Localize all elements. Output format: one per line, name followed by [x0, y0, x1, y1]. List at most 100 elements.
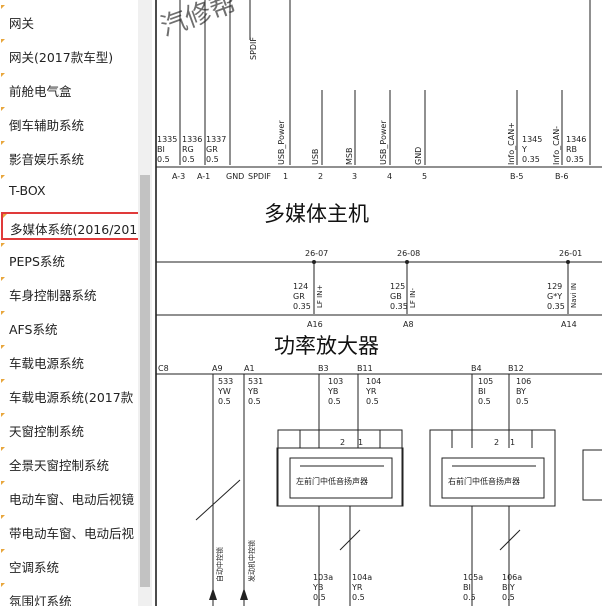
bookmark-item[interactable]: AFS系统: [0, 310, 138, 344]
bookmark-label: 多媒体系统(2016/201: [10, 222, 138, 237]
bookmark-icon: [1, 379, 5, 383]
bookmark-item[interactable]: 倒车辅助系统: [0, 106, 138, 140]
bookmark-item[interactable]: 电动车窗、电动后视镜: [0, 480, 138, 514]
bookmark-icon: [1, 5, 5, 9]
pin-1: 1: [283, 172, 288, 181]
wire-104-color: YR: [365, 387, 377, 396]
head-unit-title: 多媒体主机: [264, 202, 369, 226]
bookmark-item[interactable]: 前舱电气盒: [0, 72, 138, 106]
bookmark-item[interactable]: 带电动车窗、电动后视: [0, 514, 138, 548]
bookmark-icon: [1, 243, 5, 247]
wire-106-color: BY: [516, 387, 526, 396]
label-spdif-vert: SPDIF: [249, 37, 258, 60]
bookmark-label: 网关: [9, 16, 35, 31]
label-info-can-l: Info_CAN-: [552, 126, 561, 165]
wiring-diagram-page: 汽修帮 1335 BI 0.5 1336 RG 0.5 1337 GR 0.5 …: [152, 0, 602, 606]
conn-26-07: 26-07: [305, 249, 328, 258]
bookmark-item[interactable]: T-BOX: [0, 174, 138, 208]
bookmark-label: 影音娱乐系统: [9, 152, 85, 167]
pin-a3: A-3: [172, 172, 185, 181]
bookmark-item[interactable]: 车身控制器系统: [0, 276, 138, 310]
bookmark-item[interactable]: 车载电源系统: [0, 344, 138, 378]
bookmark-label: 倒车辅助系统: [9, 118, 85, 133]
bookmark-label: 车载电源系统: [9, 356, 85, 371]
wire-124-color: GR: [293, 292, 305, 301]
pin-2: 2: [318, 172, 323, 181]
wire-106a-size: 0.5: [502, 593, 515, 602]
wire-1346-size: 0.35: [566, 155, 584, 164]
bookmark-label: 天窗控制系统: [9, 424, 85, 439]
bookmark-item[interactable]: 多媒体系统(2016/201: [1, 212, 138, 240]
wire-1345-size: 0.35: [522, 155, 540, 164]
bookmark-icon: [3, 214, 7, 218]
wire-103a-size: 0.5: [313, 593, 326, 602]
pin-c8: C8: [158, 364, 169, 373]
bookmark-label: 带电动车窗、电动后视: [9, 526, 135, 541]
vert-label-2: 发动机中控锁: [247, 540, 256, 582]
wire-1336-num: 1336: [182, 135, 202, 144]
pin-b12: B12: [508, 364, 524, 373]
wire-103-size: 0.5: [328, 397, 341, 406]
wire-1336-size: 0.5: [182, 155, 195, 164]
bookmark-item[interactable]: PEPS系统: [0, 242, 138, 276]
wire-104a-color: YR: [351, 583, 363, 592]
wire-533-size: 0.5: [218, 397, 231, 406]
bookmark-label: 车载电源系统(2017款: [9, 390, 134, 405]
sidebar-scrollbar[interactable]: [138, 0, 152, 606]
bookmark-icon: [1, 583, 5, 587]
wire-106-size: 0.5: [516, 397, 529, 406]
label-msb: MSB: [345, 148, 354, 165]
bookmark-label: 前舱电气盒: [9, 84, 72, 99]
bookmark-item[interactable]: 影音娱乐系统: [0, 140, 138, 174]
bookmark-label: 电动车窗、电动后视镜: [9, 492, 135, 507]
spk-left-pin-2: 2: [340, 438, 345, 447]
pin-b3: B3: [318, 364, 329, 373]
conn-26-01: 26-01: [559, 249, 582, 258]
wire-106a-color: BIY: [502, 583, 515, 592]
bookmark-item[interactable]: 网关: [0, 4, 138, 38]
wire-125-signal: LF IN-: [409, 288, 417, 308]
bookmark-item[interactable]: 网关(2017款车型): [0, 38, 138, 72]
bookmark-icon: [1, 413, 5, 417]
bookmark-icon: [1, 141, 5, 145]
wire-533-color: YW: [217, 387, 231, 396]
speaker-right-label: 右前门中低音扬声器: [448, 476, 520, 486]
bookmark-item[interactable]: 空调系统: [0, 548, 138, 582]
bookmark-icon: [1, 345, 5, 349]
pin-a14: A14: [561, 320, 577, 329]
bookmark-sidebar: 网关网关(2017款车型) 前舱电气盒倒车辅助系统影音娱乐系统 T-BOX 多媒体系统…: [0, 0, 138, 606]
wire-105a-color: BI: [463, 583, 471, 592]
wire-531-color: YB: [247, 387, 258, 396]
pin-b5: B-5: [510, 172, 523, 181]
bookmark-item[interactable]: 车载电源系统(2017款: [0, 378, 138, 412]
label-usb: USB: [311, 149, 320, 165]
wire-129-num: 129: [547, 282, 562, 291]
label-usb-power-2: USB_Power: [379, 120, 388, 165]
wire-531-num: 531: [248, 377, 263, 386]
bookmark-label: T-BOX: [9, 183, 46, 198]
pin-b6: B-6: [555, 172, 568, 181]
wire-106a-num: 106a: [502, 573, 522, 582]
bookmark-item[interactable]: 全景天窗控制系统: [0, 446, 138, 480]
wire-531-size: 0.5: [248, 397, 261, 406]
wire-124-num: 124: [293, 282, 308, 291]
wire-129-size: 0.35: [547, 302, 565, 311]
wire-104a-size: 0.5: [352, 593, 365, 602]
wire-1335-size: 0.5: [157, 155, 170, 164]
spk-right-pin-1: 1: [510, 438, 515, 447]
bookmark-item[interactable]: 天窗控制系统: [0, 412, 138, 446]
label-usb-power-1: USB_Power: [277, 120, 286, 165]
bookmark-icon: [1, 39, 5, 43]
wire-1337-size: 0.5: [206, 155, 219, 164]
bookmark-label: 氛围灯系统: [9, 594, 72, 606]
pin-b11: B11: [357, 364, 373, 373]
wire-105a-num: 105a: [463, 573, 483, 582]
scrollbar-thumb[interactable]: [140, 175, 150, 587]
pin-a8: A8: [403, 320, 414, 329]
bookmark-icon: [1, 107, 5, 111]
bookmark-icon: [1, 549, 5, 553]
conn-26-08: 26-08: [397, 249, 420, 258]
bookmark-item[interactable]: 氛围灯系统: [0, 582, 138, 606]
pin-gnd: GND: [226, 172, 244, 181]
wire-103-num: 103: [328, 377, 343, 386]
